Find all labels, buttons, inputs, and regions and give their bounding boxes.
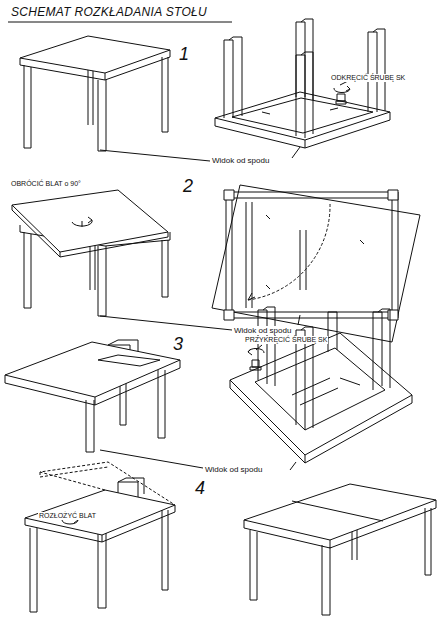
diagram-title: SCHEMAT ROZKŁADANIA STOŁU — [10, 6, 208, 20]
table-step2 — [12, 190, 170, 316]
table-extended — [244, 484, 436, 615]
instruction-note: ODKRĘCIĆ ŚRUBĘ SK — [330, 74, 406, 82]
table-step3 — [5, 340, 180, 452]
instruction-note: OBRÓCIĆ BLAT o 90° — [10, 180, 82, 188]
instruction-note: ROZŁOŻYĆ BLAT — [38, 512, 97, 520]
step-number: 2 — [182, 176, 194, 197]
step-number: 3 — [172, 334, 184, 355]
view-label: Widok od spodu — [204, 465, 263, 474]
underside-step1 — [215, 19, 390, 148]
table-step1 — [20, 36, 170, 151]
view-label: Widok od spodu — [211, 156, 270, 165]
underside-step2 — [212, 185, 420, 342]
table-step4 — [25, 462, 175, 612]
step-number: 4 — [194, 478, 206, 499]
instruction-note: PRZYKRĘCIĆ ŚRUBĘ SK — [244, 336, 328, 344]
step-number: 1 — [178, 44, 190, 65]
underside-step3 — [230, 307, 412, 463]
view-label: Widok od spodu — [233, 326, 292, 335]
